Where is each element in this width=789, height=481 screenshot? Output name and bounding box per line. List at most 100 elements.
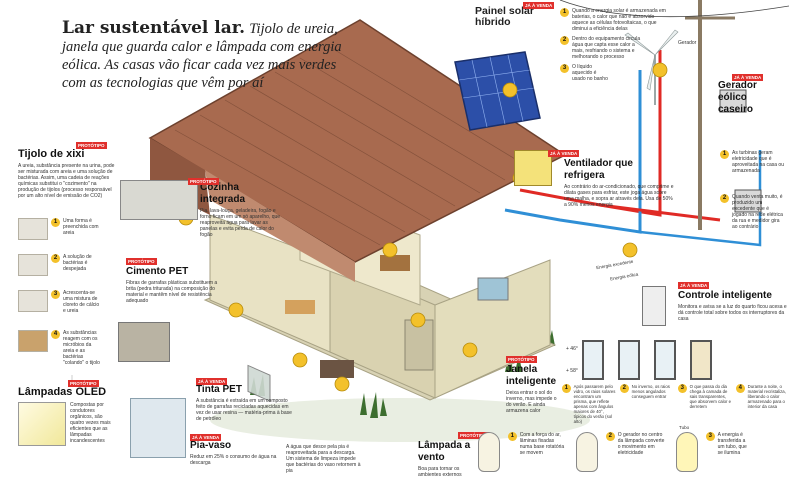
step-text: Uma forma é preenchida com areia (63, 218, 99, 236)
step-text: Dentro do equipamento circula água que c… (572, 36, 641, 60)
tijolo-title: Tijolo de xixi (18, 148, 85, 160)
wall-switch-image (642, 286, 666, 326)
gerador-label: Gerador (678, 40, 697, 46)
blue-pipe-2 (639, 150, 762, 247)
tijolo-steps: 1 Uma forma é preenchida com areia 2 A s… (18, 218, 118, 376)
title-italic: Tijolo de ureia, janela que guarda calor… (62, 21, 342, 91)
step-number: 2 (560, 36, 569, 45)
gerador-title: Gerador eólico caseiro (718, 80, 757, 115)
badge-ja-a-venda: JÁ À VENDA (548, 150, 580, 157)
janela-panel: PROTÓTIPO Janela inteligente Deixa entra… (506, 356, 560, 414)
badge-prototipo: PROTÓTIPO (188, 178, 219, 185)
brick-finished (18, 330, 48, 352)
oled-title: Lâmpadas OLED (18, 386, 107, 398)
badge-ja-a-venda: JÁ À VENDA (732, 74, 764, 81)
pia-vaso-title: Pia-vaso (190, 440, 232, 451)
step-number: 4 (51, 330, 60, 339)
tijolo-step: 2 A solução de bactérias é despejada (18, 254, 118, 290)
tinta-panel: JÁ À VENDA Tinta PET A substância é extr… (196, 378, 292, 422)
pia-vaso-desc: Reduz em 25% o consumo de água na descar… (190, 454, 277, 466)
step-number: 2 (606, 432, 615, 441)
step-text: Quando a energia solar é armazenada em b… (572, 8, 666, 32)
painel-step: 3 O líquido aquecido é usado no banho (560, 64, 670, 82)
painel-panel: JÁ À VENDA Painel solar híbrido (475, 2, 555, 28)
step-text: O líquido aquecido é usado no banho (572, 64, 608, 82)
step-text: A solução de bactérias é despejada (63, 254, 92, 272)
step-number: 1 (560, 8, 569, 17)
tijolo-desc: A ureia, substância presente na urina, p… (18, 163, 115, 199)
gerador-step: 1 As turbinas geram eletricidade que é a… (720, 150, 786, 174)
bed (285, 300, 315, 314)
controle-title: Controle inteligente (678, 290, 772, 301)
step-text: Durante a noite, o material recristaliza… (747, 384, 786, 409)
step-number: 4 (736, 384, 745, 393)
oled-panel-image (18, 402, 66, 446)
janela-step: 3 O que passa do dia chega à camada de s… (678, 384, 732, 424)
painel-title: Painel solar híbrido (475, 5, 534, 28)
meter-2 (734, 189, 762, 213)
oled-desc: Compostas por condutores orgânicos, são … (70, 402, 111, 444)
tinta-title: Tinta PET (196, 384, 242, 395)
brick-mold-2 (18, 254, 48, 276)
sink-toilet-image (130, 398, 186, 458)
lampada-step: 2 O gerador no centro da lâmpada convert… (606, 432, 668, 472)
painel-step: 1 Quando a energia solar é armazenada em… (560, 8, 670, 32)
badge-prototipo: PROTÓTIPO (68, 380, 99, 387)
cimento-panel: PROTÓTIPO Cimento PET Fibras de garrafas… (126, 258, 220, 304)
step-number: 1 (51, 218, 60, 227)
temp-a: + 46° (566, 346, 578, 352)
badge-ja-a-venda: JÁ À VENDA (190, 434, 222, 441)
cozinha-panel: PROTÓTIPO Cozinha integrada Pia, lava-lo… (188, 178, 286, 238)
controle-desc: Monitora e avisa se a luz do quarto fico… (678, 304, 787, 322)
roof-eave (205, 170, 355, 282)
oled-panel: PROTÓTIPO Lâmpadas OLED Compostas por co… (18, 380, 128, 446)
step-text: A energia é transferida a um tubo, que s… (717, 432, 747, 456)
step-text: O gerador no centro da lâmpada converte … (617, 432, 665, 456)
window-left (247, 364, 271, 402)
bulb-icon (478, 432, 500, 472)
step-number: 3 (706, 432, 715, 441)
ground-shadow (210, 398, 590, 442)
roof-tiles (174, 43, 531, 246)
janela-step: 4 Durante a noite, o material recristali… (736, 384, 789, 424)
brick-mold-3 (18, 290, 48, 312)
lampada-vento-steps: 1 Com a força do ar, lâminas fixadas num… (478, 425, 788, 472)
step-number: 2 (51, 254, 60, 263)
step-text: Após passarem pelo vidro, os raios solar… (573, 384, 616, 424)
tijolo-step: 4 As substâncias reagem com os micróbios… (18, 330, 118, 376)
badge-prototipo: PROTÓTIPO (506, 356, 537, 363)
gerador-step: 2 Quando venta muito, é produzido um exc… (720, 194, 786, 230)
gerador-steps: 1 As turbinas geram eletricidade que é a… (720, 150, 786, 230)
workers-image (118, 322, 170, 362)
badge-ja-a-venda: JÁ À VENDA (678, 282, 710, 289)
badge-prototipo: PROTÓTIPO (458, 432, 489, 439)
window-diagram-4 (690, 340, 712, 380)
temp-b: + 58° (566, 368, 578, 374)
painel-step: 2 Dentro do equipamento circula água que… (560, 36, 670, 60)
janela-title: Janela inteligente (506, 364, 557, 387)
badge-ja-a-venda: JÁ À VENDA (523, 2, 555, 9)
lampada-vento-panel: PROTÓTIPO Lâmpada a vento Boa para torna… (418, 432, 489, 478)
page-title: Lar sustentável lar. Tijolo de ureia, ja… (62, 20, 352, 92)
brick-mold-1 (18, 218, 48, 240)
step-number: 1 (720, 150, 729, 159)
pia-vaso-desc2: A água que desce pela pia é reaproveitad… (286, 444, 361, 474)
controle-panel: JÁ À VENDA Controle inteligente Monitora… (678, 282, 788, 322)
step-text: Acrescenta-se uma mistura de cloreto de … (63, 290, 100, 314)
janela-step: 1 Após passarem pelo vidro, os raios sol… (562, 384, 616, 424)
badge-ja-a-venda: JÁ À VENDA (196, 378, 228, 385)
window-right (477, 277, 509, 301)
step-number: 3 (51, 290, 60, 299)
sofa (320, 360, 354, 378)
cozinha-title: Cozinha integrada (200, 182, 246, 205)
window-diagram-2 (618, 340, 640, 380)
cimento-desc: Fibras de garrafas plásticas substituem … (126, 280, 218, 304)
window-diagram-3 (654, 340, 676, 380)
bulb-icon (576, 432, 598, 472)
lampada-step: 1 Com a força do ar, lâminas fixadas num… (508, 432, 568, 472)
lampada-vento-desc: Boa para tornar os ambientes externos (418, 466, 462, 478)
step-text: No inverno, os raios menos angulados con… (631, 384, 670, 399)
janela-desc: Deixa entrar o sol do inverno, mas imped… (506, 390, 557, 414)
janela-step: 2 No inverno, os raios menos angulados c… (620, 384, 674, 424)
title-bold: Lar sustentável lar. (62, 18, 246, 38)
